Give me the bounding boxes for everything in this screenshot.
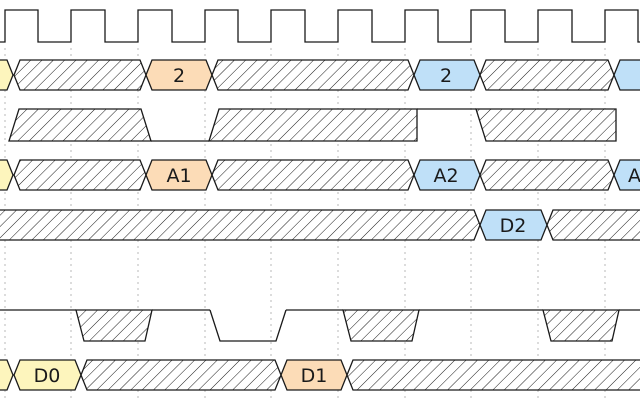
len-2-label: 2 (440, 65, 452, 87)
bus-segment-yellow (0, 159, 14, 191)
clock-waveform (0, 9, 640, 43)
undefined-region (475, 108, 617, 142)
valid-signal (8, 108, 617, 142)
undefined-region (75, 309, 153, 342)
bus-segment-idle (80, 359, 282, 391)
bus-segment-len-2 (413, 59, 481, 91)
bus-segment-rdata-1 (280, 359, 348, 391)
undefined-region (8, 108, 152, 142)
addr-2-label: A2 (433, 165, 458, 187)
length-bus: 2 2 (0, 59, 640, 91)
bus-segment-idle (13, 59, 147, 91)
addr-3-label: A (628, 165, 640, 187)
rdata-0-label: D0 (34, 365, 61, 387)
len-1-label: 2 (173, 65, 185, 87)
bus-segment-addr-1 (145, 159, 213, 191)
bus-segment-idle (211, 59, 415, 91)
bus-segment-idle (479, 159, 615, 191)
bus-segment-next (613, 59, 640, 91)
bus-segment-idle (479, 59, 615, 91)
bus-segment-len-1 (145, 59, 213, 91)
undefined-region (208, 108, 418, 142)
write-data-bus: D2 (0, 209, 640, 241)
bus-segment-idle (0, 209, 481, 241)
rdata-1-label: D1 (301, 365, 328, 387)
bus-segment-addr-3 (613, 159, 640, 191)
undefined-region (542, 309, 620, 342)
bus-segment-idle (346, 359, 640, 391)
bus-segment-wdata-1 (479, 209, 548, 241)
wdata-1-label: D2 (500, 215, 527, 237)
bus-segment-idle (13, 159, 147, 191)
bus-segment-addr-2 (413, 159, 481, 191)
address-bus: A1 A2 A (0, 159, 640, 191)
bus-segment-yellow (0, 359, 14, 391)
low-pulse (209, 309, 287, 342)
read-data-bus: D0 D1 (0, 359, 640, 391)
ready-signal (0, 309, 640, 342)
bus-segment-rdata-0 (13, 359, 82, 391)
bus-segment-idle (546, 209, 640, 241)
addr-1-label: A1 (166, 165, 191, 187)
bus-segment-yellow (0, 59, 14, 91)
undefined-region (342, 309, 420, 342)
bus-segment-idle (211, 159, 415, 191)
